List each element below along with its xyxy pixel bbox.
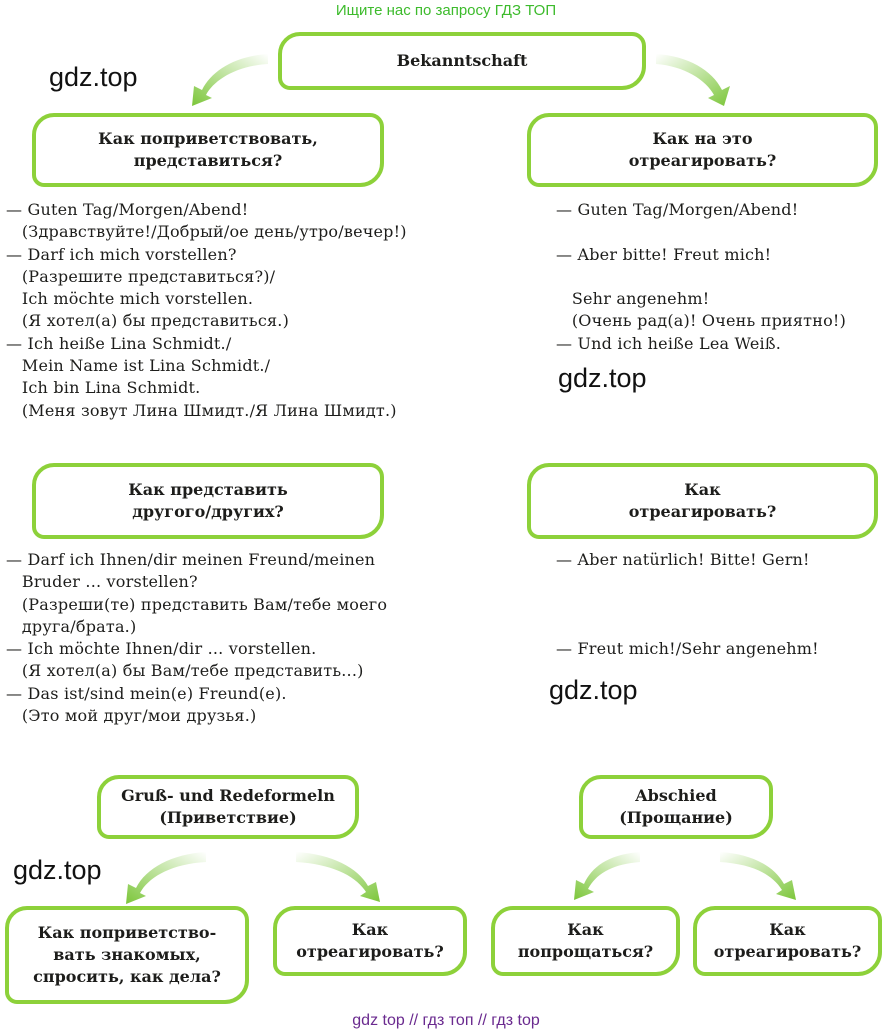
- arrow-right-icon: [656, 54, 730, 106]
- phrase-line: — Darf ich mich vorstellen?: [6, 244, 237, 264]
- box-label: Как отреагировать?: [713, 920, 862, 961]
- box-say-goodbye: Как попрощаться?: [491, 906, 680, 976]
- box-label: Gruß- und Redeformeln (Приветствие): [121, 786, 335, 827]
- phrase-line: Bruder ... vorstellen?: [6, 572, 198, 592]
- arrow-left-icon: [126, 852, 206, 904]
- phrases-react-1: — Guten Tag/Morgen/Abend! — Aber bitte! …: [556, 199, 846, 355]
- phrase-line: — Guten Tag/Morgen/Abend!: [6, 200, 249, 219]
- arrow-right-icon: [296, 852, 380, 902]
- phrase-line: [556, 616, 819, 638]
- arrow-right-icon: [720, 852, 796, 900]
- box-label: Как отреагировать?: [296, 920, 444, 961]
- box-label: Bekanntschaft: [396, 51, 528, 70]
- box-label: Abschied (Прощание): [619, 786, 733, 827]
- phrase-line: — Das ist/sind mein(e) Freund(e).: [6, 683, 287, 703]
- phrase-line: — Aber natürlich! Bitte! Gern!: [556, 550, 810, 569]
- arrow-left-icon: [192, 54, 268, 106]
- phrase-line: (Разрешите представиться?)/: [6, 266, 276, 286]
- phrase-line: друга/брата.): [6, 616, 137, 636]
- watermark: gdz.top: [13, 855, 102, 885]
- phrase-line: (Очень рад(а)! Очень приятно!): [556, 311, 847, 331]
- box-label: Как на это отреагировать?: [628, 129, 777, 170]
- phrase-line: Ich möchte mich vorstellen.: [6, 289, 254, 309]
- phrase-line: Sehr angenehm!: [556, 289, 710, 309]
- box-label: Как поприветство- вать знакомых, спросит…: [33, 923, 221, 986]
- phrase-line: (Здравствуйте!/Добрый/ое день/утро/вечер…: [6, 222, 407, 242]
- box-gruss: Gruß- und Redeformeln (Приветствие): [97, 775, 359, 839]
- phrase-line: [556, 266, 846, 288]
- phrase-line: — Darf ich Ihnen/dir meinen Freund/meine…: [6, 550, 376, 569]
- box-label: Как поприветствовать, представиться?: [98, 129, 318, 170]
- phrase-line: (Я хотел(а) бы представиться.): [6, 311, 290, 331]
- box-introduce-other: Как представить другого/других?: [32, 463, 384, 539]
- phrase-line: — Guten Tag/Morgen/Abend!: [556, 200, 799, 219]
- phrase-line: [556, 571, 819, 593]
- box-label: Как отреагировать?: [628, 480, 777, 521]
- phrase-line: [556, 221, 846, 243]
- phrases-react-2: — Aber natürlich! Bitte! Gern! — Freut m…: [556, 549, 819, 660]
- phrase-line: — Und ich heiße Lea Weiß.: [556, 333, 782, 353]
- box-label: Как попрощаться?: [517, 920, 654, 961]
- phrase-line: (Это мой друг/мои друзья.): [6, 706, 257, 726]
- footer-links: gdz top // гдз топ // гдз top: [352, 1012, 540, 1029]
- phrases-introduce-other: — Darf ich Ihnen/dir meinen Freund/meine…: [6, 549, 387, 727]
- box-bekanntschaft: Bekanntschaft: [278, 32, 646, 90]
- phrase-line: — Aber bitte! Freut mich!: [556, 244, 772, 264]
- phrase-line: (Меня зовут Лина Шмидт./Я Лина Шмидт.): [6, 400, 397, 420]
- phrase-line: (Разреши(те) представить Вам/тебе моего: [6, 594, 388, 614]
- watermark: gdz.top: [549, 675, 638, 705]
- box-react-3: Как отреагировать?: [273, 906, 467, 976]
- watermark: gdz.top: [558, 363, 647, 393]
- phrase-line: Mein Name ist Lina Schmidt./: [6, 356, 271, 376]
- phrases-greet-introduce: — Guten Tag/Morgen/Abend! (Здравствуйте!…: [6, 199, 407, 422]
- top-banner: Ищите нас по запросу ГДЗ ТОП: [335, 2, 557, 19]
- phrase-line: — Freut mich!/Sehr angenehm!: [556, 639, 819, 659]
- box-react-1: Как на это отреагировать?: [527, 113, 878, 187]
- phrase-line: (Я хотел(а) бы Вам/тебе представить...): [6, 661, 364, 681]
- box-greet-introduce: Как поприветствовать, представиться?: [32, 113, 384, 187]
- box-react-4: Как отреагировать?: [693, 906, 882, 976]
- box-abschied: Abschied (Прощание): [579, 775, 773, 839]
- arrow-left-icon: [574, 852, 640, 900]
- box-greet-acquaint: Как поприветство- вать знакомых, спросит…: [5, 906, 249, 1004]
- watermark: gdz.top: [49, 62, 138, 92]
- phrase-line: Ich bin Lina Schmidt.: [6, 378, 201, 398]
- phrase-line: — Ich möchte Ihnen/dir ... vorstellen.: [6, 639, 317, 659]
- box-react-2: Как отреагировать?: [527, 463, 878, 539]
- phrase-line: — Ich heiße Lina Schmidt./: [6, 333, 232, 353]
- phrase-line: [556, 594, 819, 616]
- box-label: Как представить другого/других?: [128, 480, 288, 521]
